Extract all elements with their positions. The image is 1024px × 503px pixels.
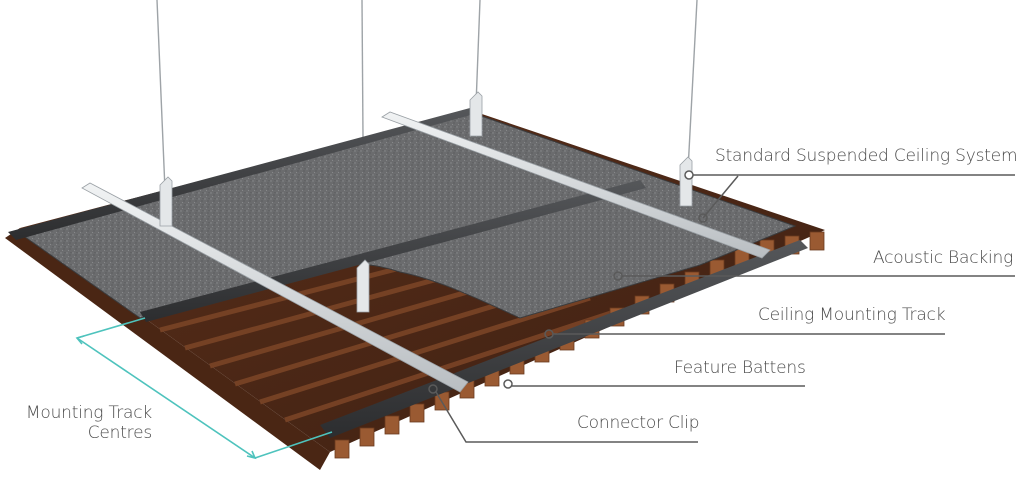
label-mounting-track-centres-line2: Centres [87,423,153,443]
label-connector-clip: Connector Clip [577,413,700,433]
suspension-rails-graphic [81,111,771,393]
label-ceiling-mounting-track: Ceiling Mounting Track [758,305,946,325]
hanger-clips-graphic [159,91,693,313]
label-acoustic-backing: Acoustic Backing [873,248,1014,268]
label-standard-suspended-ceiling-system: Standard Suspended Ceiling System [715,146,1018,166]
label-mounting-track-centres: Mounting Track Centres [24,403,152,443]
label-mounting-track-centres-line1: Mounting Track [25,403,152,423]
label-feature-battens: Feature Battens [674,358,806,378]
leader-lines [428,170,1015,443]
mounting-track-centres-dimension [75,317,333,460]
